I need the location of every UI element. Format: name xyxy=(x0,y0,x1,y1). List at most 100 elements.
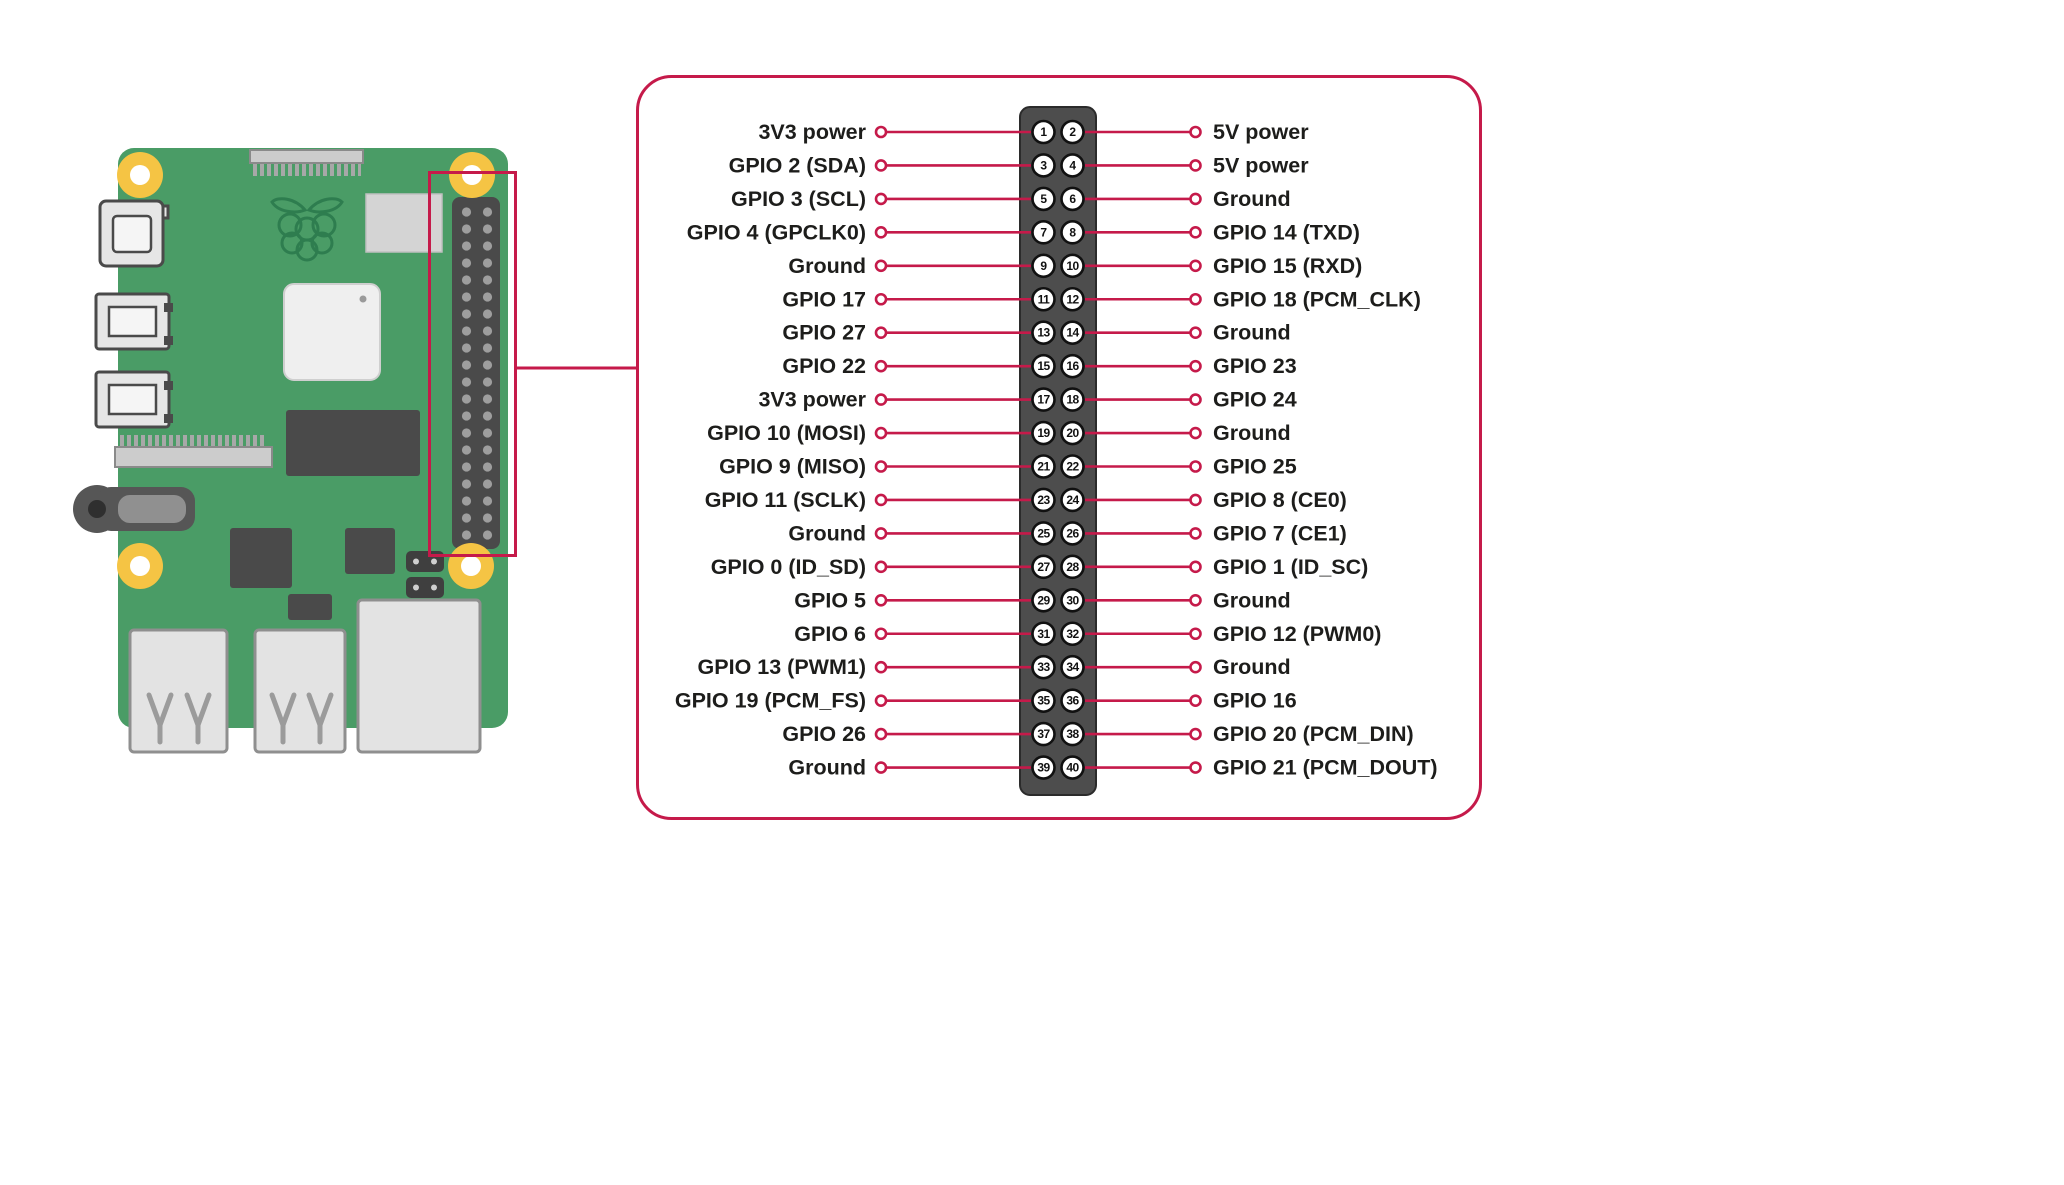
pin-circle xyxy=(1060,286,1085,312)
pin-circle xyxy=(1060,353,1085,379)
pin-circle xyxy=(1060,688,1085,713)
left-pin-label: GPIO 3 (SCL) xyxy=(731,187,866,211)
usb-micro-port-2 xyxy=(94,370,173,429)
left-pin-label: GPIO 22 xyxy=(782,354,866,378)
camera-connector xyxy=(249,149,364,176)
board-pin-hole xyxy=(461,292,472,302)
hdmi-port xyxy=(98,199,170,268)
left-pin-label: Ground xyxy=(788,521,866,545)
right-pin-label: GPIO 8 (CE0) xyxy=(1213,488,1347,512)
left-pin-label: GPIO 0 (ID_SD) xyxy=(711,555,866,579)
left-pin-label: GPIO 10 (MOSI) xyxy=(707,421,866,445)
left-lead-dot xyxy=(874,192,888,206)
board-pin-hole xyxy=(482,343,493,353)
pin-circle xyxy=(1060,487,1085,513)
pin-circle xyxy=(1031,253,1056,279)
pin-number: 33 xyxy=(1037,660,1050,674)
pin-circle xyxy=(1060,153,1085,178)
pin-circle xyxy=(1031,621,1056,647)
pin-number: 1 xyxy=(1040,125,1047,139)
board-pin-hole xyxy=(461,207,472,217)
pin-number: 35 xyxy=(1037,694,1050,708)
pin-number: 9 xyxy=(1040,259,1047,273)
pin-circle xyxy=(1060,387,1085,412)
right-lead-dot xyxy=(1189,326,1202,340)
board-pin-hole xyxy=(482,224,493,234)
left-lead-dot xyxy=(874,292,888,306)
left-pin-label: GPIO 4 (GPCLK0) xyxy=(687,220,866,244)
right-lead-dot xyxy=(1189,694,1202,707)
chip-component-1 xyxy=(230,528,292,588)
pin-circle xyxy=(1031,119,1056,145)
left-pin-label: GPIO 6 xyxy=(794,622,866,646)
board-pin-hole xyxy=(461,428,472,438)
right-lead-dot xyxy=(1189,727,1202,741)
right-lead-dot xyxy=(1189,460,1202,473)
board-pin-hole xyxy=(461,394,472,404)
left-pin-label: Ground xyxy=(788,254,866,278)
pin-circle xyxy=(1031,521,1056,546)
pin-circle xyxy=(1031,688,1056,713)
pin-number: 40 xyxy=(1066,761,1079,775)
left-lead-dot xyxy=(874,627,888,641)
pin-number: 2 xyxy=(1069,125,1076,139)
pin-number: 3 xyxy=(1040,158,1047,172)
right-lead-dot xyxy=(1189,192,1202,206)
board-pin-hole xyxy=(482,394,493,404)
board-pin-hole xyxy=(461,513,472,523)
board-pin-hole xyxy=(482,241,493,251)
pin-circle xyxy=(1031,286,1056,312)
board-pin-hole xyxy=(461,462,472,472)
board-pin-hole xyxy=(482,445,493,455)
pin-number: 12 xyxy=(1066,292,1079,306)
left-lead-dot xyxy=(874,426,888,440)
left-lead-dot xyxy=(874,527,888,540)
right-pin-label: GPIO 14 (TXD) xyxy=(1213,220,1360,244)
gpio-header-block xyxy=(1019,106,1097,796)
ethernet-port xyxy=(356,598,482,754)
chip-component-3 xyxy=(288,594,332,620)
left-lead-dot xyxy=(874,727,888,741)
pin-number: 20 xyxy=(1066,426,1079,440)
pin-number: 17 xyxy=(1037,393,1050,407)
pin-number: 25 xyxy=(1037,526,1050,540)
left-lead-dot xyxy=(874,560,888,574)
right-pin-label: Ground xyxy=(1213,655,1291,679)
usb-micro-port-1 xyxy=(94,292,173,351)
right-lead-dot xyxy=(1189,660,1202,674)
left-pin-label: GPIO 2 (SDA) xyxy=(729,153,866,177)
board-pin-hole xyxy=(461,360,472,370)
left-pin-label: 3V3 power xyxy=(758,120,866,144)
right-lead-dot xyxy=(1189,560,1202,574)
left-lead-dot xyxy=(874,226,888,239)
pin-number: 18 xyxy=(1066,393,1079,407)
board-pin-hole xyxy=(482,292,493,302)
board-pin-hole xyxy=(461,241,472,251)
left-pin-label: GPIO 17 xyxy=(782,287,866,311)
board-gpio-pins xyxy=(461,207,493,540)
pin-number: 36 xyxy=(1066,694,1079,708)
right-lead-dot xyxy=(1189,761,1202,774)
left-pin-label: GPIO 11 (SCLK) xyxy=(705,488,866,512)
right-pin-label: GPIO 23 xyxy=(1213,354,1297,378)
pin-number: 15 xyxy=(1037,359,1050,373)
pin-number: 24 xyxy=(1066,493,1079,507)
pin-row: GPIO 11 (SCLK) GPIO 8 (CE0) 23 24 xyxy=(705,487,1347,513)
pin-number: 23 xyxy=(1037,493,1050,507)
display-connector xyxy=(114,435,273,468)
board-pin-hole xyxy=(482,462,493,472)
pin-number: 26 xyxy=(1066,526,1079,540)
pin-circle xyxy=(1031,387,1056,412)
pin-circle xyxy=(1031,320,1056,346)
board-gpio-header xyxy=(452,197,500,549)
board-pin-hole xyxy=(461,411,472,421)
pin-number: 10 xyxy=(1066,259,1079,273)
memory-chip xyxy=(286,410,420,476)
right-lead-dot xyxy=(1189,159,1202,172)
pin-circle xyxy=(1031,454,1056,479)
